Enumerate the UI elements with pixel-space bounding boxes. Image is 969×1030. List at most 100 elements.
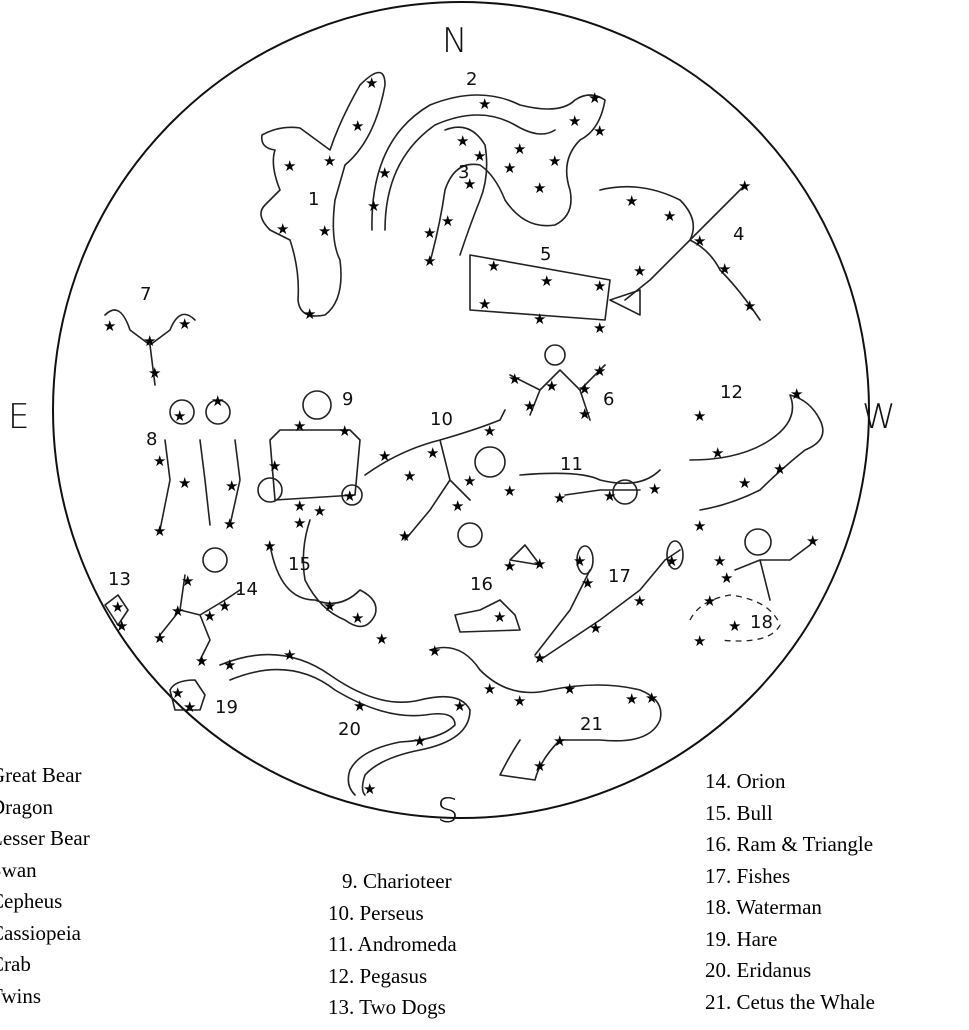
legend-column-3: 14. Orion 15. Bull 16. Ram & Triangle 17… — [705, 766, 875, 1018]
star-icon: ★ — [343, 487, 356, 505]
figure-number-6: 6 — [603, 389, 614, 410]
legend-item: 16. Ram & Triangle — [705, 829, 875, 861]
legend-item: Lesser Bear — [0, 823, 90, 855]
figure-great-bear — [261, 73, 385, 317]
compass-south: S — [437, 791, 459, 831]
star-icon: ★ — [493, 608, 506, 626]
star-icon: ★ — [363, 780, 376, 798]
star-icon: ★ — [593, 277, 606, 295]
star-icon: ★ — [483, 422, 496, 440]
legend-item: Great Bear — [0, 760, 90, 792]
star-icon: ★ — [553, 489, 566, 507]
legend-item: Dragon — [0, 792, 90, 824]
star-icon: ★ — [533, 757, 546, 775]
figure-number-14: 14 — [235, 579, 258, 600]
star-icon: ★ — [563, 680, 576, 698]
star-icon: ★ — [398, 527, 411, 545]
star-icon: ★ — [718, 260, 731, 278]
star-icon: ★ — [806, 532, 819, 550]
star-icon: ★ — [473, 147, 486, 165]
star-icon: ★ — [323, 597, 336, 615]
star-icon: ★ — [589, 619, 602, 637]
star-icon: ★ — [625, 690, 638, 708]
star-icon: ★ — [720, 569, 733, 587]
star-icon: ★ — [283, 157, 296, 175]
star-icon: ★ — [323, 152, 336, 170]
compass-north: N — [442, 21, 467, 61]
star-icon: ★ — [453, 697, 466, 715]
star-icon: ★ — [790, 385, 803, 403]
star-icon: ★ — [711, 444, 724, 462]
star-icon: ★ — [423, 252, 436, 270]
star-icon: ★ — [503, 159, 516, 177]
star-icon: ★ — [703, 592, 716, 610]
star-icon: ★ — [588, 89, 601, 107]
figure-number-2: 2 — [466, 69, 477, 90]
star-icon: ★ — [183, 698, 196, 716]
star-icon: ★ — [293, 514, 306, 532]
star-icon: ★ — [223, 515, 236, 533]
legend-item: 14. Orion — [705, 766, 875, 798]
figure-fishes — [535, 541, 683, 660]
star-icon: ★ — [503, 482, 516, 500]
star-icon: ★ — [428, 642, 441, 660]
star-icon: ★ — [293, 497, 306, 515]
star-icon: ★ — [593, 319, 606, 337]
figure-andromeda — [520, 470, 660, 504]
star-icon: ★ — [181, 572, 194, 590]
figure-number-10: 10 — [430, 409, 453, 430]
star-icon: ★ — [103, 317, 116, 335]
star-icon: ★ — [478, 95, 491, 113]
star-icon: ★ — [111, 598, 124, 616]
figure-number-3: 3 — [458, 162, 469, 183]
star-icon: ★ — [318, 222, 331, 240]
star-icon: ★ — [533, 649, 546, 667]
star-icon: ★ — [203, 607, 216, 625]
star-icon: ★ — [263, 537, 276, 555]
star-icon: ★ — [293, 417, 306, 435]
star-icon: ★ — [738, 474, 751, 492]
star-icon: ★ — [578, 380, 591, 398]
star-icon: ★ — [223, 656, 236, 674]
star-icon: ★ — [503, 557, 516, 575]
star-icon: ★ — [581, 574, 594, 592]
star-icon: ★ — [225, 477, 238, 495]
star-icon: ★ — [441, 212, 454, 230]
legend-item: 20. Eridanus — [705, 955, 875, 987]
star-icon: ★ — [693, 407, 706, 425]
legend-item: 13. Two Dogs — [328, 992, 457, 1024]
figure-number-21: 21 — [580, 714, 603, 735]
legend-item: Crab — [0, 949, 90, 981]
star-icon: ★ — [513, 692, 526, 710]
compass-east: E — [8, 397, 29, 437]
star-icon: ★ — [423, 224, 436, 242]
star-icon: ★ — [153, 522, 166, 540]
star-icon: ★ — [603, 487, 616, 505]
star-icon: ★ — [693, 517, 706, 535]
star-icon: ★ — [593, 122, 606, 140]
figure-number-18: 18 — [750, 612, 773, 633]
star-icon: ★ — [645, 689, 658, 707]
star-icon: ★ — [540, 272, 553, 290]
star-icon: ★ — [773, 460, 786, 478]
star-icon: ★ — [738, 177, 751, 195]
star-icon: ★ — [115, 617, 128, 635]
star-icon: ★ — [375, 630, 388, 648]
legend-item: 21. Cetus the Whale — [705, 987, 875, 1019]
star-icon: ★ — [633, 592, 646, 610]
star-icon: ★ — [143, 332, 156, 350]
star-icon: ★ — [178, 474, 191, 492]
star-icon: ★ — [378, 447, 391, 465]
star-icon: ★ — [413, 732, 426, 750]
figure-twins — [160, 400, 240, 530]
star-icon: ★ — [153, 629, 166, 647]
legend-column-2: 9. Charioteer 10. Perseus 11. Andromeda … — [328, 866, 457, 1024]
star-icon: ★ — [693, 632, 706, 650]
star-icon: ★ — [478, 295, 491, 313]
legend-item: 9. Charioteer — [328, 866, 457, 898]
star-icon: ★ — [351, 117, 364, 135]
star-icon: ★ — [283, 646, 296, 664]
star-icon: ★ — [276, 220, 289, 238]
figure-swan — [600, 185, 760, 320]
star-icon: ★ — [451, 497, 464, 515]
